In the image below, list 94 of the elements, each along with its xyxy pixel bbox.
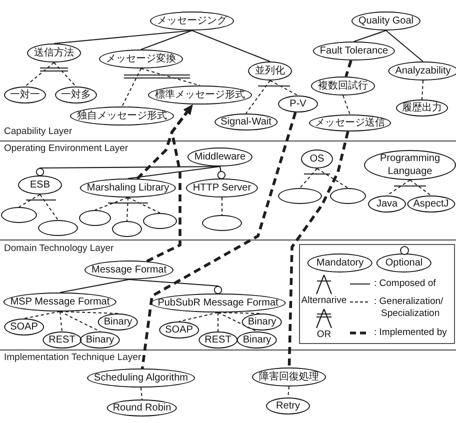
feature-oval <box>330 188 366 204</box>
feature-oval: PubSubR Message Format <box>150 294 286 312</box>
feature-oval: Binary <box>98 314 138 330</box>
feature-oval <box>278 188 322 204</box>
feature-oval: Signal-Wait <box>214 114 278 130</box>
dashed-line <box>300 168 318 188</box>
feature-oval: Binary <box>242 314 282 330</box>
legend-label: : Generalization/ Specialization <box>374 296 444 320</box>
solid-line <box>54 30 192 44</box>
feature-oval <box>79 210 111 226</box>
dashed-line <box>126 197 128 222</box>
feature-oval: Message Format <box>84 260 174 280</box>
dashed-line <box>18 194 40 208</box>
feature-oval: Binary <box>80 332 120 348</box>
feature-oval: メッセージング <box>150 12 234 30</box>
feature-oval: 並列化 <box>248 62 292 80</box>
feature-oval: 複数回試行 <box>311 76 375 96</box>
dashed-line <box>24 311 60 319</box>
dashed-line <box>410 180 432 196</box>
dashed-line <box>60 311 118 314</box>
dashed-line <box>270 80 298 96</box>
feature-oval <box>112 221 142 237</box>
feature-oval: 一対一 <box>4 86 46 104</box>
legend-label: Alternarive <box>300 295 348 307</box>
dashed-line <box>218 312 258 332</box>
feature-oval: Binary <box>236 332 278 348</box>
feature-oval: 送信方法 <box>27 44 81 62</box>
solid-line <box>354 30 386 42</box>
feature-oval: P-V <box>278 96 318 112</box>
dashed-line <box>218 312 262 314</box>
layer-label: Operating Environment Layer <box>4 143 128 155</box>
layer-label: Capability Layer <box>4 126 72 138</box>
thick-dashed-arrow <box>146 104 193 263</box>
dashed-line <box>60 311 62 332</box>
legend-label: : Composed of <box>374 278 437 290</box>
dashed-line <box>40 194 58 220</box>
feature-oval: ESB <box>18 176 62 194</box>
feature-oval: SOAP <box>4 318 44 336</box>
dashed-line <box>122 68 142 107</box>
solid-line <box>60 278 130 294</box>
feature-oval: 履歴出力 <box>396 100 448 116</box>
feature-oval: SOAP <box>159 322 199 338</box>
thick-dashed-line <box>288 131 350 368</box>
feature-oval: 独自メッセージ形式 <box>70 106 174 126</box>
feature-oval: Analyzability <box>388 62 456 80</box>
feature-oval: REST <box>198 332 238 348</box>
feature-oval: メッセージ送信 <box>309 114 391 132</box>
feature-oval: 標準メッセージ形式 <box>148 86 252 104</box>
feature-oval: Round Robin <box>106 400 178 416</box>
feature-oval <box>202 215 242 231</box>
solid-line <box>128 278 222 294</box>
feature-oval <box>1 207 37 223</box>
feature-oval: Java <box>368 196 406 212</box>
solid-line <box>128 166 220 180</box>
feature-oval: Scheduling Algorithm <box>87 368 195 388</box>
legend-oval: Mandatory <box>307 254 373 272</box>
dashed-line <box>54 62 76 87</box>
solid-line <box>192 30 270 62</box>
feature-oval: Quality Goal <box>351 12 421 30</box>
dashed-line <box>94 197 128 210</box>
layer-label: Implementation Technique Layer <box>4 352 142 364</box>
feature-oval: Middleware <box>187 148 253 166</box>
feature-oval: OS <box>301 150 333 168</box>
feature-oval: MSP Message Format <box>3 292 117 312</box>
dashed-line <box>140 68 200 86</box>
legend-label: : Implemented by <box>374 327 448 339</box>
dashed-line <box>316 168 348 188</box>
dashed-line <box>140 387 142 400</box>
dashed-line <box>386 180 410 196</box>
thick-dashed-line <box>344 60 352 77</box>
solid-line <box>386 30 424 62</box>
feature-oval <box>143 213 177 229</box>
dashed-line <box>422 80 424 100</box>
feature-oval: メッセージ変換 <box>99 50 183 68</box>
layer-label: Domain Technology Layer <box>4 243 114 255</box>
feature-oval: REST <box>42 332 82 348</box>
feature-oval: HTTP Server <box>186 178 258 198</box>
solid-line <box>217 166 226 180</box>
dashed-line <box>128 197 160 214</box>
solid-line <box>140 30 192 50</box>
feature-oval: Programming Language <box>364 150 456 180</box>
feature-oval: 障害回復処理 <box>252 368 326 386</box>
thick-dashed-line <box>140 112 297 369</box>
feature-oval <box>38 220 78 236</box>
legend-label: OR <box>316 329 332 341</box>
dashed-line <box>24 62 54 87</box>
dashed-line <box>342 95 350 115</box>
feature-oval: Marshaling Library <box>80 178 176 198</box>
feature-oval: Fault Tolerance <box>312 42 396 60</box>
feature-oval: AspectJ <box>407 196 455 212</box>
dashed-line <box>288 386 290 398</box>
feature-oval: Retry <box>266 398 310 414</box>
dashed-line <box>60 311 100 332</box>
feature-oval: 一対多 <box>55 86 97 104</box>
